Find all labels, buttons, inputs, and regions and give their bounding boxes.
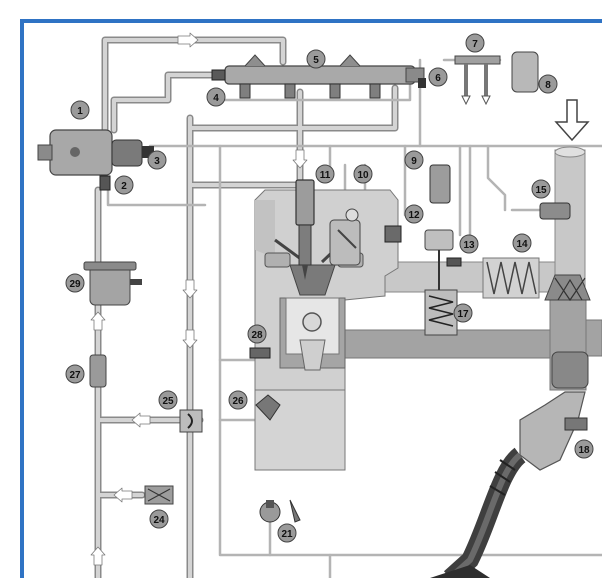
callout-5: 5 [306,49,326,69]
flow-arrow-top [177,32,199,48]
fuel-lines [90,32,399,582]
callout-18: 18 [574,439,594,459]
callout-9: 9 [404,150,424,170]
airflow-arrow-icon [554,99,590,142]
callout-7: 7 [465,33,485,53]
callout-14: 14 [512,233,532,253]
callout-29: 29 [65,273,85,293]
sensor-26 [255,394,281,421]
glow-plug-10 [329,208,361,266]
svg-text:29: 29 [69,279,81,290]
sensor-9 [429,164,451,204]
svg-text:26: 26 [232,396,244,407]
svg-text:12: 12 [408,210,420,221]
callout-10: 10 [353,164,373,184]
pedal-sensor-21 [259,499,301,523]
fuel-rail [211,54,426,99]
component-7 [454,55,501,106]
fuel-filter [83,261,142,306]
svg-text:28: 28 [251,330,263,341]
engine-block [254,189,399,471]
callout-8: 8 [538,74,558,94]
svg-text:21: 21 [281,529,293,540]
svg-text:6: 6 [435,73,441,84]
frame-border-top [20,19,602,23]
svg-text:25: 25 [162,396,174,407]
callout-4: 4 [206,87,226,107]
callout-28: 28 [247,324,267,344]
svg-text:13: 13 [463,240,475,251]
callout-15: 15 [531,179,551,199]
callout-13: 13 [459,234,479,254]
svg-text:4: 4 [213,93,219,104]
frame-border-left [20,19,24,578]
svg-text:11: 11 [320,170,331,181]
exhaust-pipe [430,391,586,583]
turbocharger [544,274,591,389]
callout-27: 27 [65,364,85,384]
svg-text:10: 10 [357,170,369,181]
component-8 [511,51,539,93]
sensor-18 [564,417,588,431]
svg-text:27: 27 [69,370,81,381]
callout-3: 3 [147,150,167,170]
intercooler-bellows [482,257,540,299]
sensor-27 [89,354,107,388]
callout-1: 1 [70,100,90,120]
sensor-12 [384,225,402,243]
flow-arrow-left-1 [90,311,106,331]
high-pressure-pump [37,129,154,176]
svg-text:9: 9 [411,156,417,167]
svg-text:5: 5 [313,55,319,66]
svg-text:1: 1 [77,106,83,117]
return-line-top [101,36,287,134]
flow-arrow-branch-24 [113,487,133,503]
signal-wires [106,58,602,580]
svg-text:14: 14 [516,239,528,250]
callout-17: 17 [453,303,473,323]
callout-26: 26 [228,390,248,410]
svg-text:24: 24 [153,515,165,526]
svg-text:7: 7 [472,39,478,50]
callout-2: 2 [114,175,134,195]
flow-arrow-right-2 [182,329,198,349]
svg-text:3: 3 [154,156,160,167]
sensor-13 [446,257,462,267]
flow-arrow-injector [292,149,308,169]
egr-valve [424,229,458,336]
callout-6: 6 [428,67,448,87]
callout-21: 21 [277,523,297,543]
callout-11: 11 [315,164,335,184]
sensor-2 [99,175,111,191]
injector-11 [295,179,315,280]
callout-12: 12 [404,204,424,224]
flow-arrow-left-2 [90,546,106,566]
callouts: 1 2 3 4 5 6 7 8 9 10 11 12 13 14 15 17 1… [65,33,594,543]
flow-arrow-branch-25 [131,412,151,428]
flow-arrow-right-1 [182,279,198,299]
svg-text:15: 15 [535,185,547,196]
callout-24: 24 [149,509,169,529]
callout-25: 25 [158,390,178,410]
svg-text:8: 8 [545,80,551,91]
sensor-15 [539,202,571,220]
svg-text:2: 2 [121,181,127,192]
svg-text:18: 18 [578,445,590,456]
sensor-28 [249,347,271,359]
svg-text:17: 17 [457,309,469,320]
